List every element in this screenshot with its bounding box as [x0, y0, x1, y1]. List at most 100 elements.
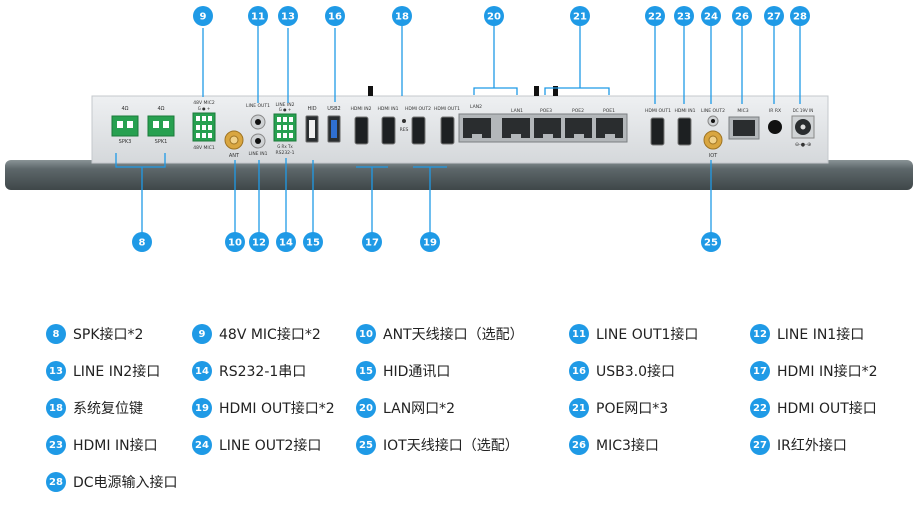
poe3-port	[534, 118, 561, 138]
callout-25: 25	[701, 232, 721, 252]
callout-number: 8	[139, 238, 146, 249]
callout-16: 16	[325, 6, 345, 26]
legend-text: LINE IN1接口	[777, 327, 865, 343]
callout-number: 9	[200, 12, 207, 23]
callout-badge-circle	[764, 6, 784, 26]
leader-20	[473, 26, 518, 95]
iot-connector	[703, 130, 723, 150]
mic-terminal	[192, 112, 216, 142]
hdmi-out2-port	[411, 116, 426, 145]
lan2-label: LAN2	[470, 104, 482, 110]
line-out1-label: LINE OUT1	[246, 103, 270, 109]
callout-badge-circle	[278, 6, 298, 26]
legend-text: USB3.0接口	[596, 364, 676, 380]
legend-badge: 13	[46, 361, 66, 381]
ant-label: ANT	[229, 153, 240, 159]
callout-12: 12	[249, 232, 269, 252]
hdmi-out2-label: HDMI OUT2	[405, 106, 431, 112]
res-label: RES	[400, 127, 409, 133]
iot-label: IOT	[709, 153, 718, 159]
legend-text: HDMI OUT接口	[777, 401, 877, 417]
hdmi-out-r-label: HDMI OUT1	[645, 108, 671, 114]
spk1-terminal	[147, 115, 175, 137]
legend-text: RS232-1串口	[219, 364, 307, 380]
hid-port	[305, 115, 319, 143]
legend-item-20: 20 LAN网口*2	[356, 396, 455, 420]
legend-text: 48V MIC接口*2	[219, 327, 321, 343]
callout-badge-circle	[362, 232, 382, 252]
rs-pins-label: G Rx Tx	[277, 144, 293, 149]
legend-text: IR红外接口	[777, 438, 847, 454]
callout-badge-circle	[132, 232, 152, 252]
callout-badge-circle	[420, 232, 440, 252]
line-in2-pins: G ● +	[279, 107, 291, 112]
ir-receiver	[768, 120, 782, 134]
legend-text: HDMI IN接口	[73, 438, 158, 454]
legend-badge: 20	[356, 398, 376, 418]
ir-rx-label: IR RX	[769, 108, 781, 114]
rs232-label: RS232-1	[275, 150, 294, 156]
legend-badge: 12	[750, 324, 770, 344]
callout-badge-circle	[701, 232, 721, 252]
line-in1-jack	[250, 133, 266, 149]
mic3-label: MIC3	[737, 108, 748, 114]
callout-number: 13	[281, 12, 295, 23]
callout-23: 23	[674, 6, 694, 26]
poe2-label: POE2	[572, 108, 584, 114]
callout-badge-circle	[249, 232, 269, 252]
callout-number: 16	[328, 12, 342, 23]
legend-text: POE网口*3	[596, 401, 669, 417]
usb2-label: USB2	[327, 106, 340, 112]
line-out2-jack	[707, 115, 719, 127]
poe1-port	[596, 118, 623, 138]
callout-badge-circle	[276, 232, 296, 252]
dc-label: DC 19V IN	[793, 108, 813, 113]
callout-badge-circle	[248, 6, 268, 26]
line-out1-jack	[250, 114, 266, 130]
legend-badge: 17	[750, 361, 770, 381]
callout-21: 21	[570, 6, 590, 26]
leader-21	[544, 26, 610, 95]
callout-badge-circle	[484, 6, 504, 26]
callout-number: 22	[648, 12, 662, 23]
hid-label: HID	[307, 106, 316, 112]
callout-14: 14	[276, 232, 296, 252]
callout-15: 15	[303, 232, 323, 252]
hdmi-in2-label: HDMI IN2	[350, 106, 371, 112]
legend-text: LAN网口*2	[383, 401, 456, 417]
callout-number: 27	[767, 12, 781, 23]
poe2-port	[565, 118, 592, 138]
legend-item-21: 21 POE网口*3	[569, 396, 668, 420]
lan1-label: LAN1	[511, 108, 523, 114]
legend-text: HDMI IN接口*2	[777, 364, 878, 380]
legend-badge: 27	[750, 435, 770, 455]
callout-19: 19	[420, 232, 440, 252]
line-in2-label: LINE IN2	[275, 102, 294, 108]
callout-number: 15	[306, 238, 320, 249]
line-in1-label: LINE IN1	[248, 151, 267, 157]
callout-22: 22	[645, 6, 665, 26]
callout-badge-circle	[674, 6, 694, 26]
callout-number: 26	[735, 12, 749, 23]
callout-number: 11	[251, 12, 265, 23]
leader-19	[413, 166, 447, 235]
mic-pins-label: G ● +	[198, 106, 210, 111]
legend-badge: 19	[192, 398, 212, 418]
callout-10: 10	[225, 232, 245, 252]
legend-badge: 21	[569, 398, 589, 418]
legend-badge: 25	[356, 435, 376, 455]
legend-text: SPK接口*2	[73, 327, 144, 343]
legend-badge: 18	[46, 398, 66, 418]
hdmi-out1-port	[440, 116, 455, 145]
